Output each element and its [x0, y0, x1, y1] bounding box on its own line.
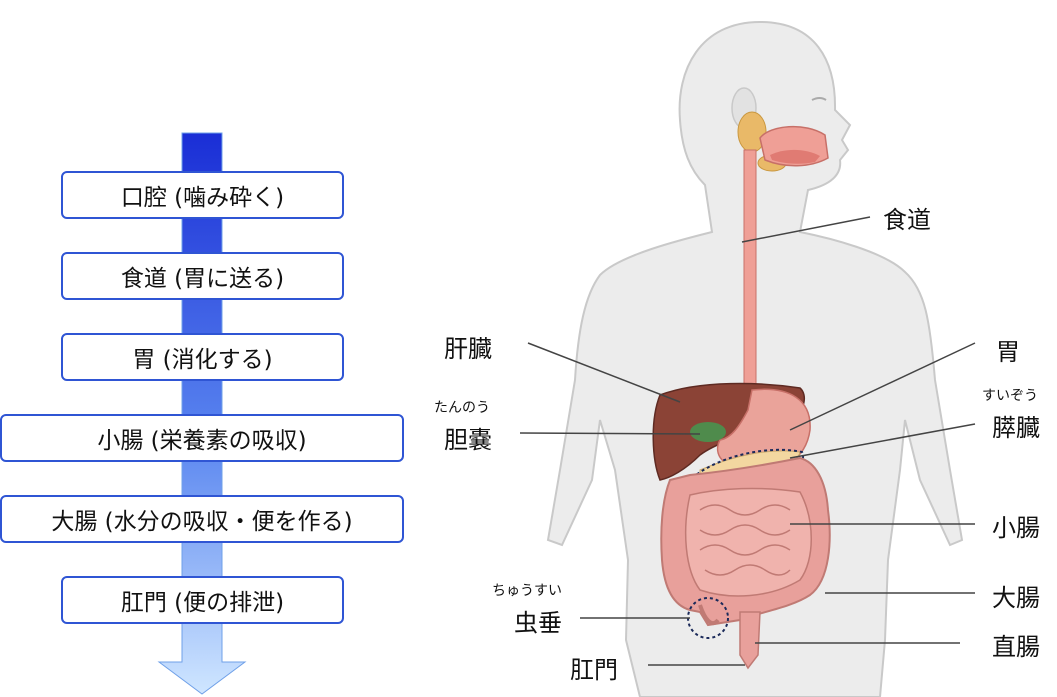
digestion-flow-chart: 口腔 (噛み砕く) 食道 (胃に送る) 胃 (消化する) 小腸 (栄養素の吸収)…	[0, 0, 420, 697]
small-intestine	[684, 487, 812, 597]
flow-step-large-intestine: 大腸 (水分の吸収・便を作る)	[0, 495, 404, 543]
label-small-intestine: 小腸	[992, 514, 1040, 542]
leader-stomach	[789, 342, 976, 431]
anatomy-illustration	[519, 20, 976, 697]
leader-esophagus	[741, 216, 871, 243]
tongue	[770, 149, 820, 164]
rectum	[739, 611, 761, 670]
label-liver: 肝臓	[444, 335, 492, 363]
label-large-intestine: 大腸	[992, 584, 1040, 612]
small-intestine-loops	[699, 504, 791, 576]
label-appendix: 虫垂	[514, 609, 562, 637]
esophagus	[743, 149, 757, 391]
flow-step-esophagus: 食道 (胃に送る)	[61, 252, 344, 300]
flow-arrow	[157, 132, 247, 695]
label-esophagus: 食道	[883, 206, 931, 234]
label-pancreas-reading: すいぞう	[982, 388, 1038, 404]
eye	[811, 97, 827, 101]
flow-step-small-intestine: 小腸 (栄養素の吸収)	[0, 414, 404, 462]
label-anus: 肛門	[570, 656, 618, 684]
flow-step-oral-cavity: 口腔 (噛み砕く)	[61, 171, 344, 219]
flow-step-stomach: 胃 (消化する)	[61, 333, 344, 381]
leader-lines	[519, 216, 976, 666]
label-stomach: 胃	[996, 338, 1020, 366]
label-appendix-reading: ちゅうすい	[492, 583, 562, 599]
leader-pancreas	[789, 423, 976, 459]
label-pancreas: 膵臓	[992, 414, 1040, 442]
label-gallbladder-reading: たんのう	[434, 400, 490, 416]
flow-arrow-shape	[157, 132, 247, 695]
appendix	[698, 604, 720, 626]
label-rectum: 直腸	[992, 633, 1040, 661]
leader-liver	[527, 342, 681, 403]
flow-step-anus: 肛門 (便の排泄)	[61, 576, 344, 624]
leader-gallbladder	[519, 432, 701, 435]
gallbladder	[690, 422, 726, 442]
label-gallbladder: 胆嚢	[444, 426, 492, 454]
digestive-system-figure: 食道 肝臓 胃 たんのう 胆嚢 すいぞう 膵臓 小腸 大腸 ちゅうすい 虫垂 直…	[420, 0, 1057, 697]
